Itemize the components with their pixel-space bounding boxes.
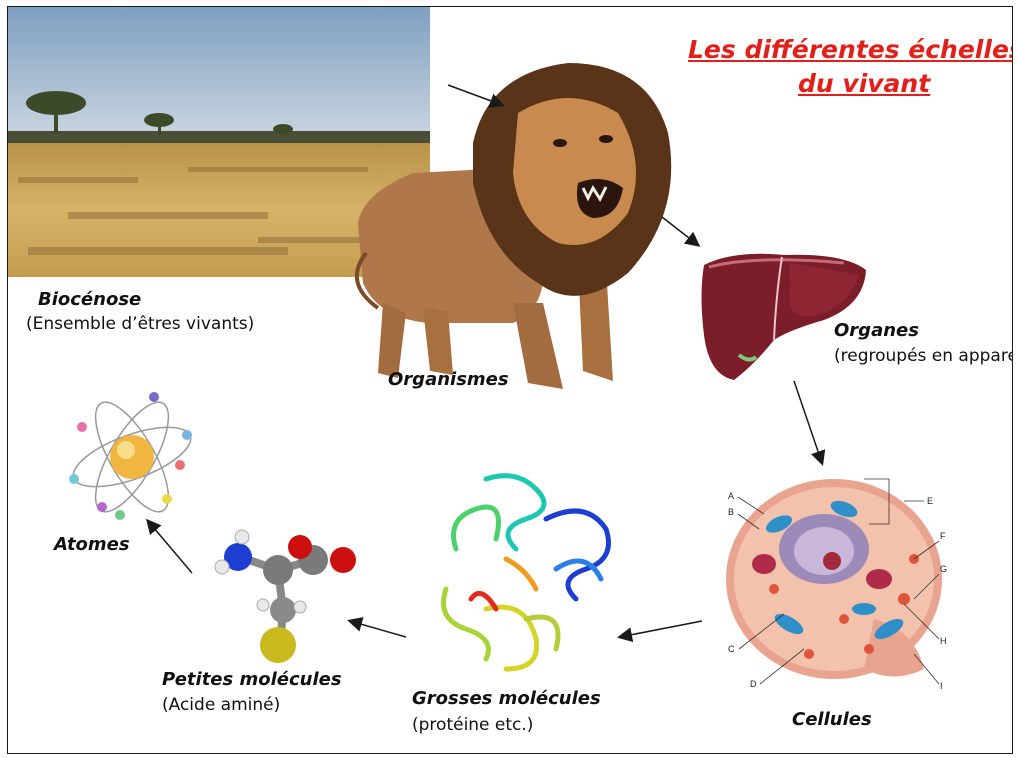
label-cellules: Cellules bbox=[792, 709, 872, 730]
arrow-to-organes bbox=[662, 217, 698, 245]
label-organes-sub: (regroupés en appareils) bbox=[834, 346, 1013, 366]
arrow-to-atomes bbox=[148, 521, 192, 573]
label-petites-molecules-sub: (Acide aminé) bbox=[162, 695, 280, 715]
label-grosses-molecules: Grosses molécules bbox=[412, 688, 601, 709]
label-biocenose: Biocénose bbox=[38, 289, 141, 310]
label-organes: Organes bbox=[834, 320, 919, 341]
arrows-layer bbox=[8, 7, 1012, 753]
label-atomes: Atomes bbox=[54, 534, 130, 555]
label-organismes: Organismes bbox=[388, 369, 509, 390]
label-petites-molecules: Petites molécules bbox=[162, 669, 342, 690]
arrow-to-organismes bbox=[448, 85, 502, 105]
label-grosses-molecules-sub: (protéine etc.) bbox=[412, 715, 533, 735]
label-biocenose-sub: (Ensemble d’êtres vivants) bbox=[26, 314, 254, 334]
arrow-to-grosses-molecules bbox=[620, 621, 702, 637]
arrow-to-petites-molecules bbox=[350, 621, 406, 637]
slide: Les différentes échelles du vivant bbox=[7, 6, 1013, 754]
arrow-to-cellules bbox=[794, 381, 822, 463]
